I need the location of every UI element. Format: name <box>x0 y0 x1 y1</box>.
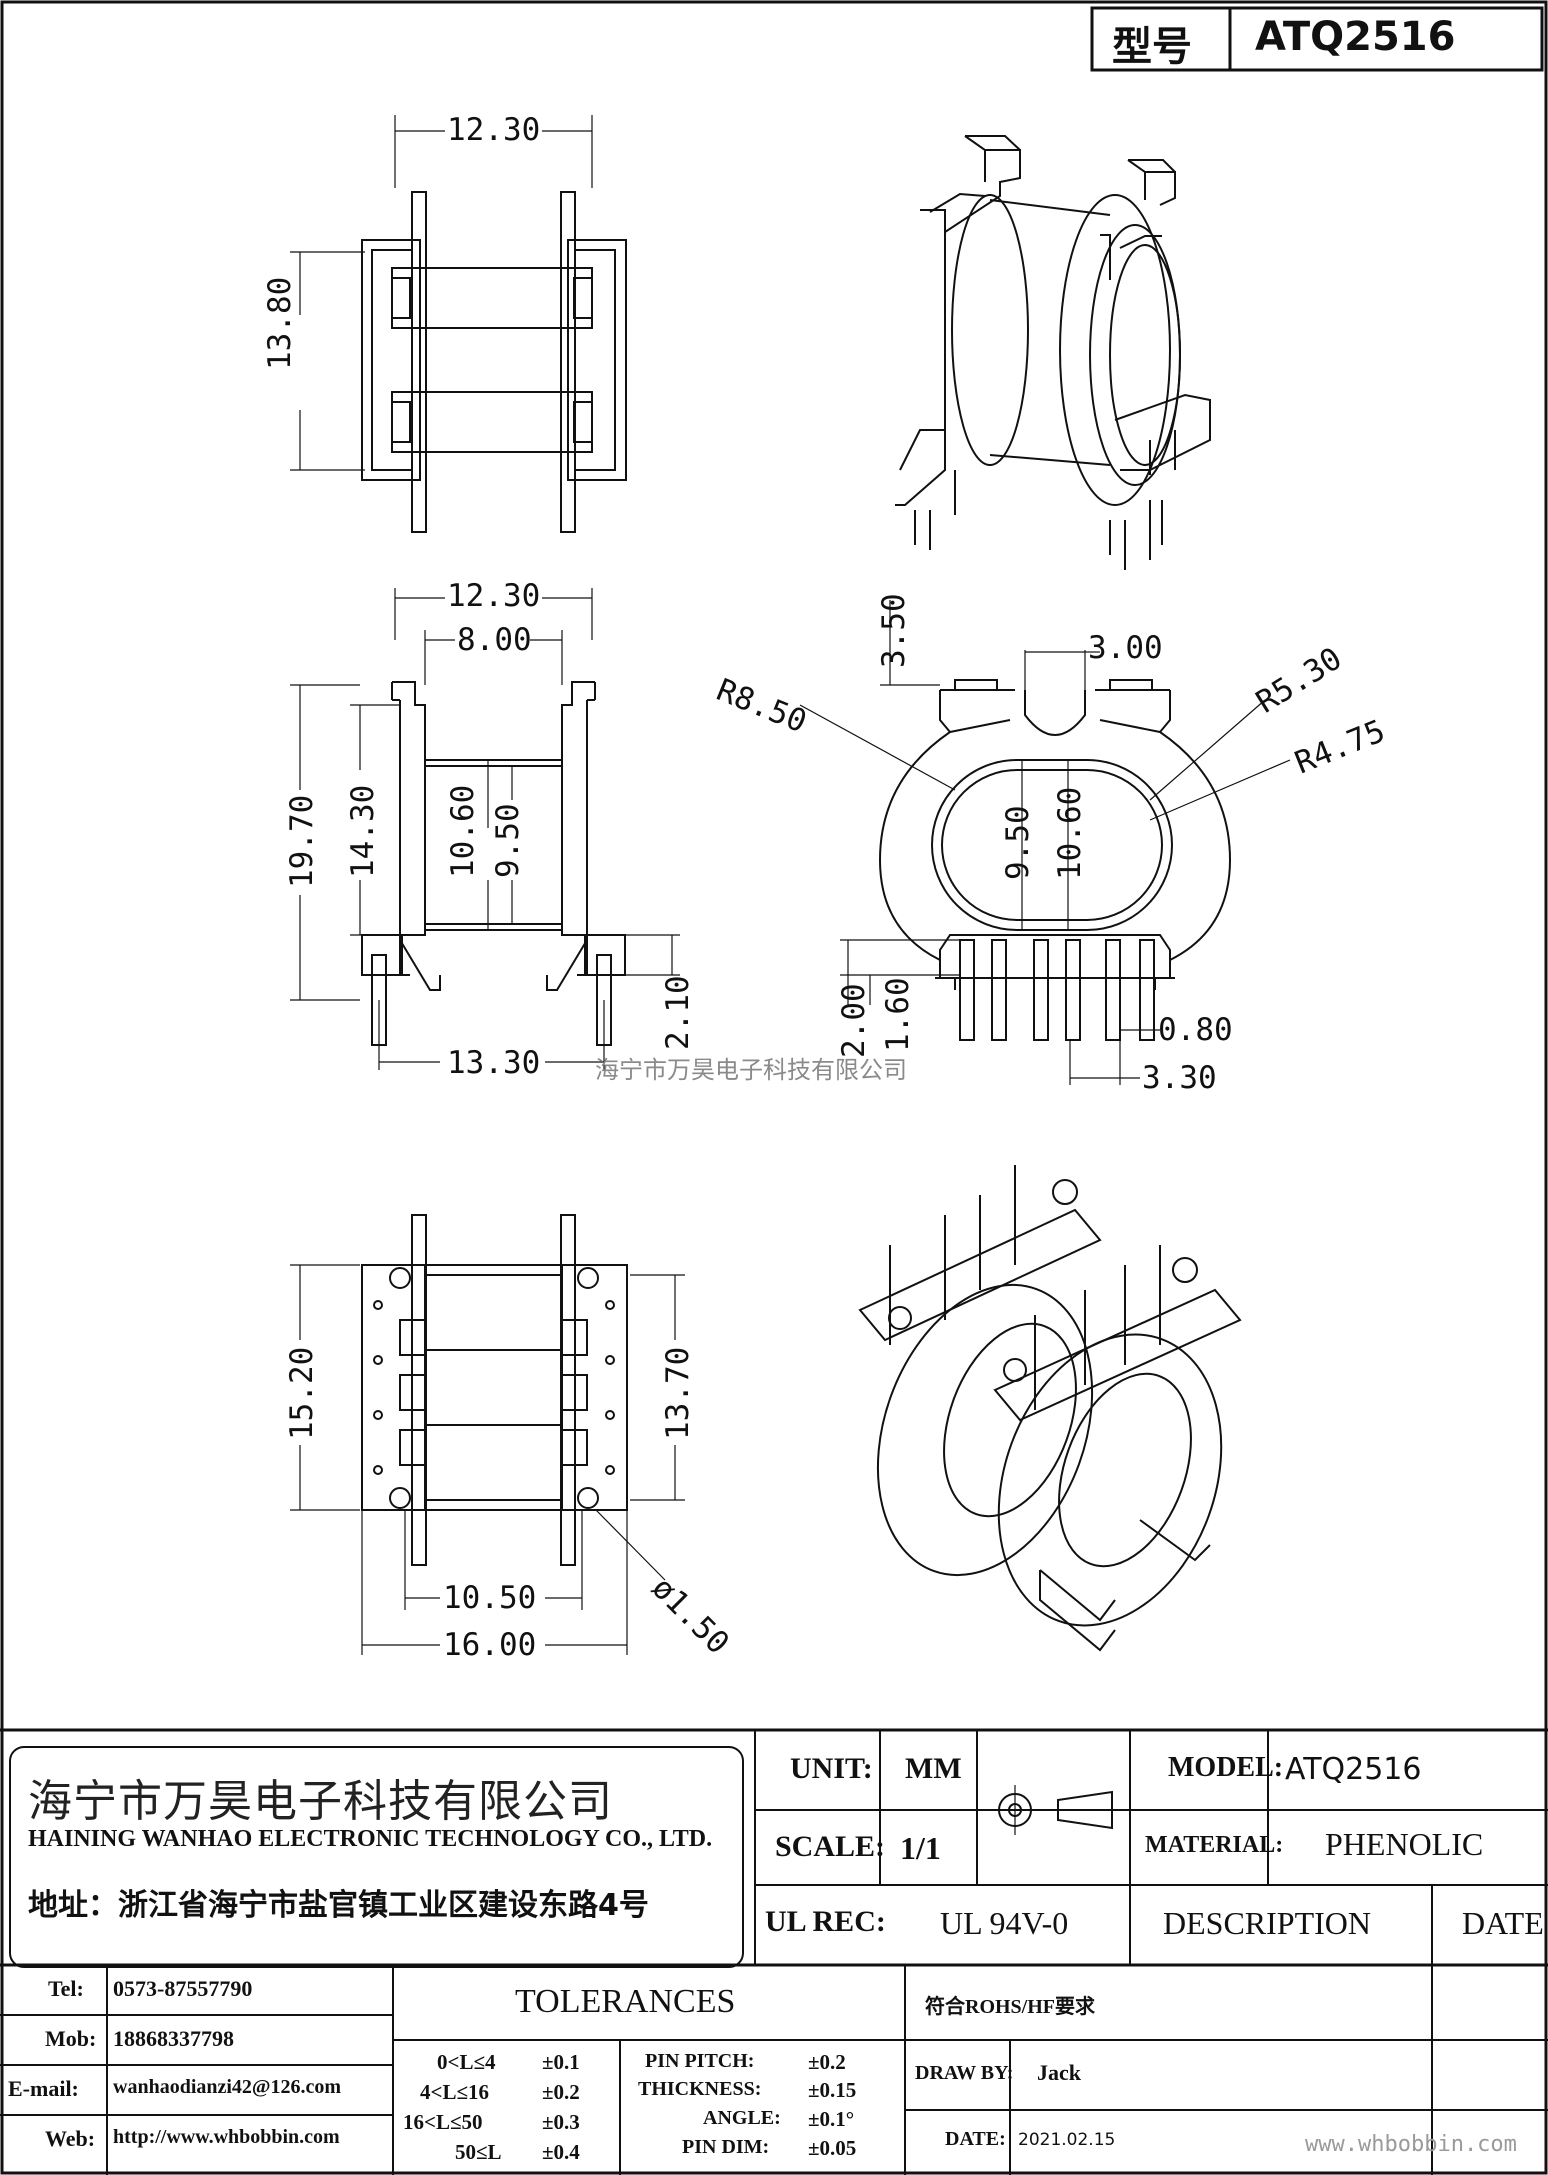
unit-label: UNIT: <box>790 1752 873 1785</box>
bottom-view <box>290 1214 685 1655</box>
tol-thickness-value: ±0.15 <box>808 2078 857 2102</box>
dim-side-1-60: 1.60 <box>880 977 916 1052</box>
mob-label: Mob: <box>45 2026 97 2051</box>
tol-pin-dim-label: PIN DIM: <box>682 2136 770 2158</box>
dim-side-top-height: 3.50 <box>876 593 912 668</box>
tol-range-4: 50≤L <box>455 2140 502 2164</box>
model-label: MODEL: <box>1168 1752 1284 1783</box>
tol-angle-label: ANGLE: <box>703 2107 781 2129</box>
dim-front-core-inner: 9.50 <box>490 803 526 878</box>
dim-front-total-height: 19.70 <box>284 794 320 888</box>
description-label: DESCRIPTION <box>1163 1905 1372 1941</box>
company-watermark: 海宁市万昊电子科技有限公司 <box>595 1056 907 1084</box>
tol-value-3: ±0.3 <box>542 2110 580 2134</box>
company-address: 地址：浙江省海宁市盐官镇工业区建设东路4号 <box>28 1888 649 1923</box>
isometric-view-bottom <box>858 1165 1242 1652</box>
dim-front-core-outer: 10.60 <box>445 784 481 878</box>
isometric-view-top <box>895 135 1211 570</box>
dim-side-inner-9-50: 9.50 <box>1000 805 1036 880</box>
header-model-value: ATQ2516 <box>1255 14 1456 60</box>
tol-value-4: ±0.4 <box>542 2140 580 2164</box>
material-value: PHENOLIC <box>1325 1826 1484 1862</box>
model-value: ATQ2516 <box>1285 1752 1422 1787</box>
draw-by-value: Jack <box>1037 2060 1081 2085</box>
rohs-compliance: 符合ROHS/HF要求 <box>925 1996 1096 2018</box>
dim-front-flange-height: 14.30 <box>345 784 381 878</box>
date-field-value: 2021.02.15 <box>1018 2130 1116 2150</box>
tol-angle-value: ±0.1° <box>808 2107 855 2131</box>
tolerances-label: TOLERANCES <box>515 1983 736 2020</box>
scale-value: 1/1 <box>900 1830 941 1866</box>
dim-side-2-00: 2.00 <box>836 983 872 1058</box>
tol-value-1: ±0.1 <box>542 2050 580 2074</box>
front-view <box>290 588 680 1070</box>
web-label: Web: <box>45 2126 96 2151</box>
tol-pin-dim-value: ±0.05 <box>808 2136 857 2160</box>
date-field-label: DATE: <box>945 2128 1006 2150</box>
tel-value: 0573-87557790 <box>113 1976 253 2001</box>
tol-range-2: 4<L≤16 <box>420 2080 489 2104</box>
dim-front-pin-span: 13.30 <box>447 1045 541 1081</box>
tel-label: Tel: <box>48 1976 84 2001</box>
material-label: MATERIAL: <box>1145 1832 1284 1858</box>
dim-front-inner-width: 8.00 <box>457 622 532 658</box>
tol-pin-pitch-value: ±0.2 <box>808 2050 846 2074</box>
dim-top-height: 13.80 <box>262 276 298 370</box>
email-value: wanhaodianzi42@126.com <box>113 2076 342 2098</box>
dim-bottom-width: 16.00 <box>443 1627 537 1663</box>
email-label: E-mail: <box>8 2076 79 2101</box>
dim-side-slot-width: 3.00 <box>1088 630 1163 666</box>
header-model-label: 型号 <box>1112 24 1192 70</box>
dim-side-pin-dia: 0.80 <box>1158 1012 1233 1048</box>
unit-value: MM <box>905 1752 962 1785</box>
site-watermark: www.whbobbin.com <box>1305 2132 1517 2157</box>
top-view <box>290 115 627 533</box>
tol-thickness-label: THICKNESS: <box>638 2078 762 2100</box>
ul-label: UL REC: <box>765 1905 886 1938</box>
dim-side-inner-10-60: 10.60 <box>1052 786 1088 880</box>
tol-value-2: ±0.2 <box>542 2080 580 2104</box>
dim-front-overall-width: 12.30 <box>447 578 541 614</box>
scale-label: SCALE: <box>775 1830 886 1863</box>
company-name-cn: 海宁市万昊电子科技有限公司 <box>28 1776 613 1827</box>
dim-bottom-height: 15.20 <box>284 1346 320 1440</box>
tol-pin-pitch-label: PIN PITCH: <box>645 2050 755 2072</box>
web-value: http://www.whbobbin.com <box>113 2126 340 2148</box>
mob-value: 18868337798 <box>113 2026 234 2051</box>
tol-range-3: 16<L≤50 <box>403 2110 483 2134</box>
dim-bottom-inner-width: 10.50 <box>443 1580 537 1616</box>
tol-range-1: 0<L≤4 <box>437 2050 496 2074</box>
header-model-box <box>1090 6 1544 72</box>
date-column-label: DATE <box>1462 1905 1544 1941</box>
dim-bottom-inner-height: 13.70 <box>660 1346 696 1440</box>
side-view <box>799 600 1291 1085</box>
dim-side-pin-pitch: 3.30 <box>1142 1060 1217 1096</box>
dim-top-width: 12.30 <box>447 112 541 148</box>
dim-front-pin-height: 2.10 <box>660 975 696 1050</box>
draw-by-label: DRAW BY: <box>915 2062 1014 2084</box>
company-name-en: HAINING WANHAO ELECTRONIC TECHNOLOGY CO.… <box>28 1826 713 1852</box>
title-block-grid <box>0 1728 1548 2175</box>
ul-value: UL 94V-0 <box>940 1905 1069 1941</box>
